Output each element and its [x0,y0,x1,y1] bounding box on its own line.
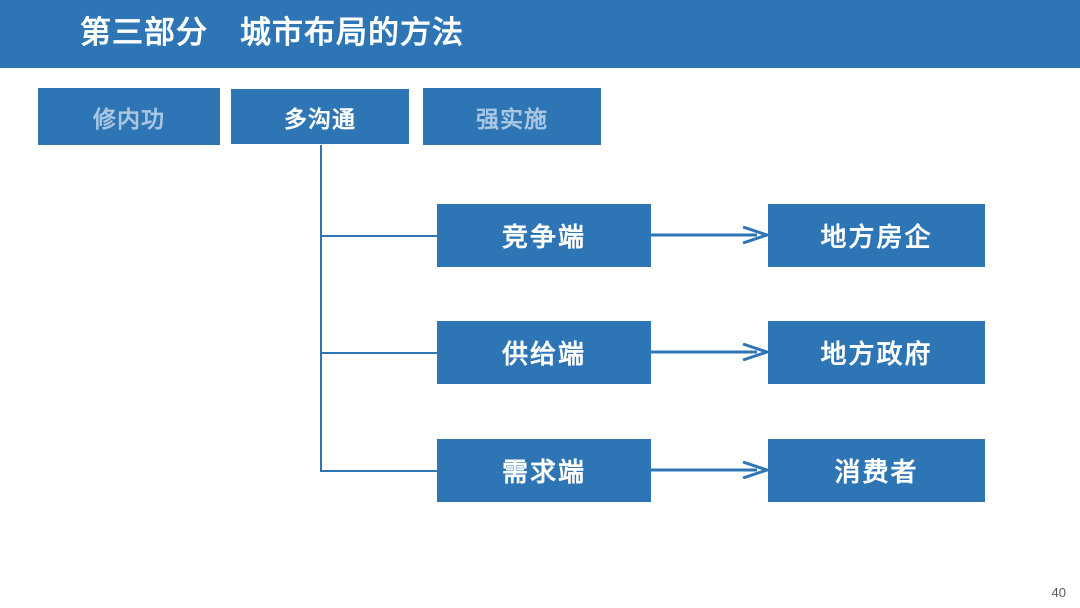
top-nav-item-label: 强实施 [476,105,548,132]
flow-source-node[interactable]: 需求端 [437,439,651,502]
flow-target-node[interactable]: 消费者 [768,439,985,502]
connector-branch-line-2 [320,352,438,354]
connector-branch-line-1 [320,235,438,237]
flow-target-label: 地方政府 [820,339,933,369]
flow-target-node[interactable]: 地方政府 [768,321,985,384]
arrow-right-icon [651,343,768,361]
flow-source-node[interactable]: 供给端 [437,321,651,384]
flow-row: 供给端 地方政府 [0,321,1080,384]
slide-header-bar: 第三部分 城市布局的方法 [0,0,1080,68]
flow-source-label: 需求端 [501,457,586,487]
connector-branch-line-3 [320,470,438,472]
flow-target-label: 消费者 [834,457,919,487]
top-nav-item-label: 修内功 [93,105,165,132]
top-nav-item-label: 多沟通 [284,105,356,132]
flow-source-label: 竞争端 [501,222,586,252]
top-nav-item-duogoutong[interactable]: 多沟通 [230,88,410,145]
flow-source-node[interactable]: 竞争端 [437,204,651,267]
flow-target-node[interactable]: 地方房企 [768,204,985,267]
flow-row: 竞争端 地方房企 [0,204,1080,267]
arrow-right-icon [651,226,768,244]
flow-target-label: 地方房企 [820,222,933,252]
page-title: 第三部分 城市布局的方法 [80,15,464,50]
page-number: 40 [1051,585,1066,600]
top-nav-item-xiuneigong[interactable]: 修内功 [38,88,220,145]
connector-trunk-line [320,145,322,472]
arrow-right-icon [651,461,768,479]
flow-row: 需求端 消费者 [0,439,1080,502]
flow-source-label: 供给端 [501,339,586,369]
top-nav-item-qiangshishi[interactable]: 强实施 [423,88,601,145]
